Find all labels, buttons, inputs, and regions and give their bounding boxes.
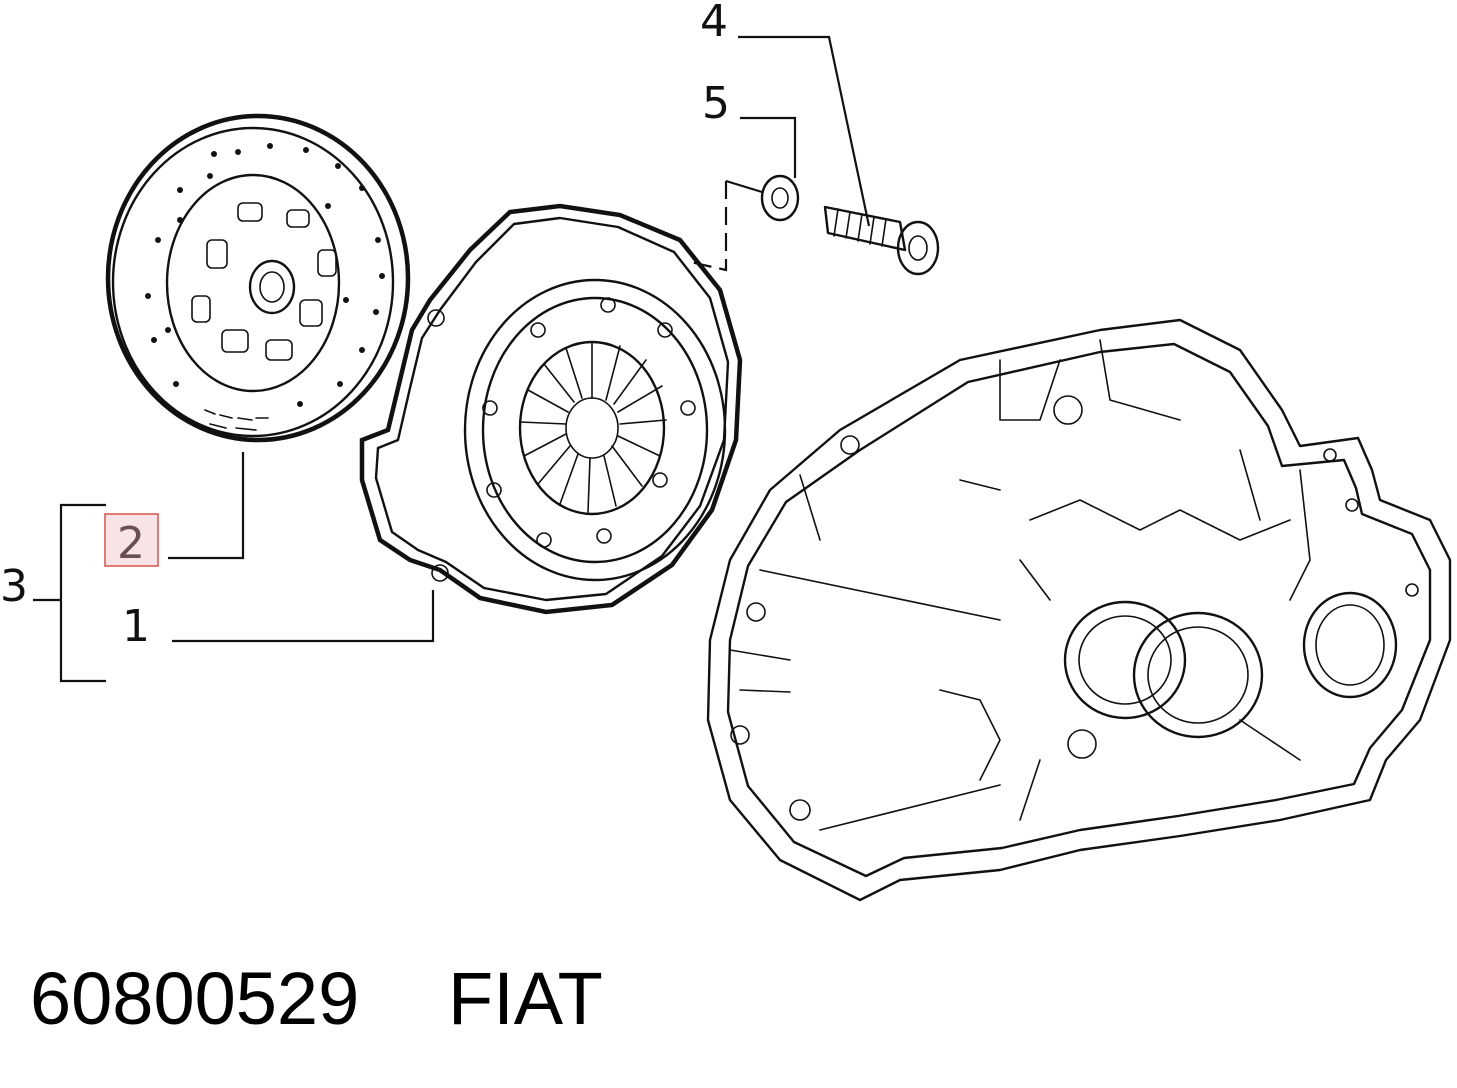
clutch-disc-illustration bbox=[105, 113, 411, 443]
callout-label-1[interactable]: 1 bbox=[122, 601, 150, 652]
gearbox-housing-illustration bbox=[706, 318, 1452, 902]
leader-lines bbox=[33, 35, 871, 683]
callout-2-highlight bbox=[104, 513, 159, 567]
bolt-illustration bbox=[823, 205, 940, 276]
callout-label-3[interactable]: 3 bbox=[0, 561, 28, 612]
part-number: 60800529 bbox=[30, 957, 359, 1040]
callout-label-5[interactable]: 5 bbox=[702, 78, 730, 129]
callout-label-2[interactable]: 2 bbox=[117, 518, 145, 569]
washer-illustration bbox=[760, 174, 800, 222]
brand-name: FIAT bbox=[448, 957, 603, 1040]
callout-label-4[interactable]: 4 bbox=[700, 0, 728, 47]
pressure-plate-illustration bbox=[359, 203, 743, 615]
